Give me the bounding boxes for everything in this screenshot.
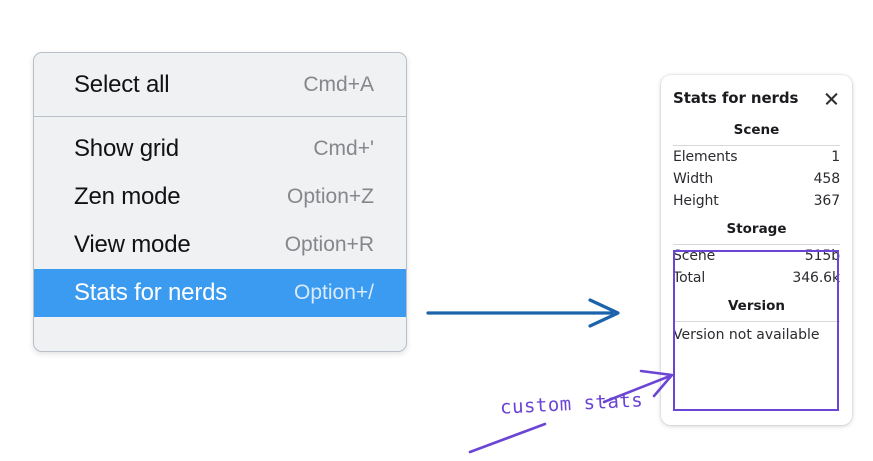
stat-key: Width [673, 171, 714, 187]
menu-item-stats-for-nerds[interactable]: Stats for nerds Option+/ [34, 269, 406, 317]
blue-arrow-annotation [426, 298, 620, 328]
stats-panel-header: Stats for nerds [671, 75, 842, 113]
menu-item-shortcut: Option+R [284, 233, 374, 256]
context-menu-group-1: Select all Cmd+A [34, 53, 406, 117]
stat-value: 458 [813, 171, 841, 187]
section-title-storage: Storage [726, 221, 787, 237]
stat-key: Total [673, 270, 706, 286]
stat-value: 367 [813, 193, 841, 209]
stat-row-elements: Elements 1 [671, 146, 842, 168]
menu-item-shortcut: Option+Z [287, 185, 374, 208]
menu-item-shortcut: Cmd+' [313, 137, 374, 160]
section-divider [673, 321, 840, 322]
stat-row-width: Width 458 [671, 168, 842, 190]
menu-item-shortcut: Cmd+A [303, 73, 374, 96]
menu-item-label: Stats for nerds [74, 279, 228, 306]
menu-item-zen-mode[interactable]: Zen mode Option+Z [34, 173, 406, 221]
menu-item-label: Select all [74, 71, 170, 98]
menu-item-select-all[interactable]: Select all Cmd+A [34, 61, 406, 109]
menu-item-show-grid[interactable]: Show grid Cmd+' [34, 125, 406, 173]
stat-row-storage-total: Total 346.6k [671, 267, 842, 289]
menu-item-label: View mode [74, 231, 191, 258]
stats-for-nerds-panel: Stats for nerds Scene Elements 1 Width 4… [661, 75, 852, 425]
section-divider [673, 244, 840, 245]
menu-item-label: Show grid [74, 135, 179, 162]
section-divider [673, 145, 840, 146]
stat-value: 346.6k [792, 270, 840, 286]
close-icon[interactable] [823, 90, 840, 107]
stat-value: 515b [804, 248, 840, 264]
context-menu[interactable]: Select all Cmd+A Show grid Cmd+' Zen mod… [33, 52, 407, 352]
stat-key: Elements [673, 149, 738, 165]
stat-value: 1 [831, 149, 840, 165]
stat-key: Height [673, 193, 719, 209]
menu-item-view-mode[interactable]: View mode Option+R [34, 221, 406, 269]
menu-item-label: Zen mode [74, 183, 181, 210]
stat-key: Scene [673, 248, 716, 264]
purple-underline-annotation [468, 422, 547, 454]
handwritten-note: custom stats [499, 389, 644, 419]
section-title-version: Version [727, 298, 786, 314]
section-title-scene: Scene [733, 122, 780, 138]
stat-row-version: Version not available [673, 327, 820, 343]
context-menu-footer [34, 317, 406, 337]
panel-title: Stats for nerds [673, 89, 799, 107]
menu-item-shortcut: Option+/ [294, 281, 374, 304]
stat-row-height: Height 367 [671, 190, 842, 212]
stat-row-storage-scene: Scene 515b [671, 245, 842, 267]
context-menu-group-2: Show grid Cmd+' Zen mode Option+Z View m… [34, 117, 406, 317]
